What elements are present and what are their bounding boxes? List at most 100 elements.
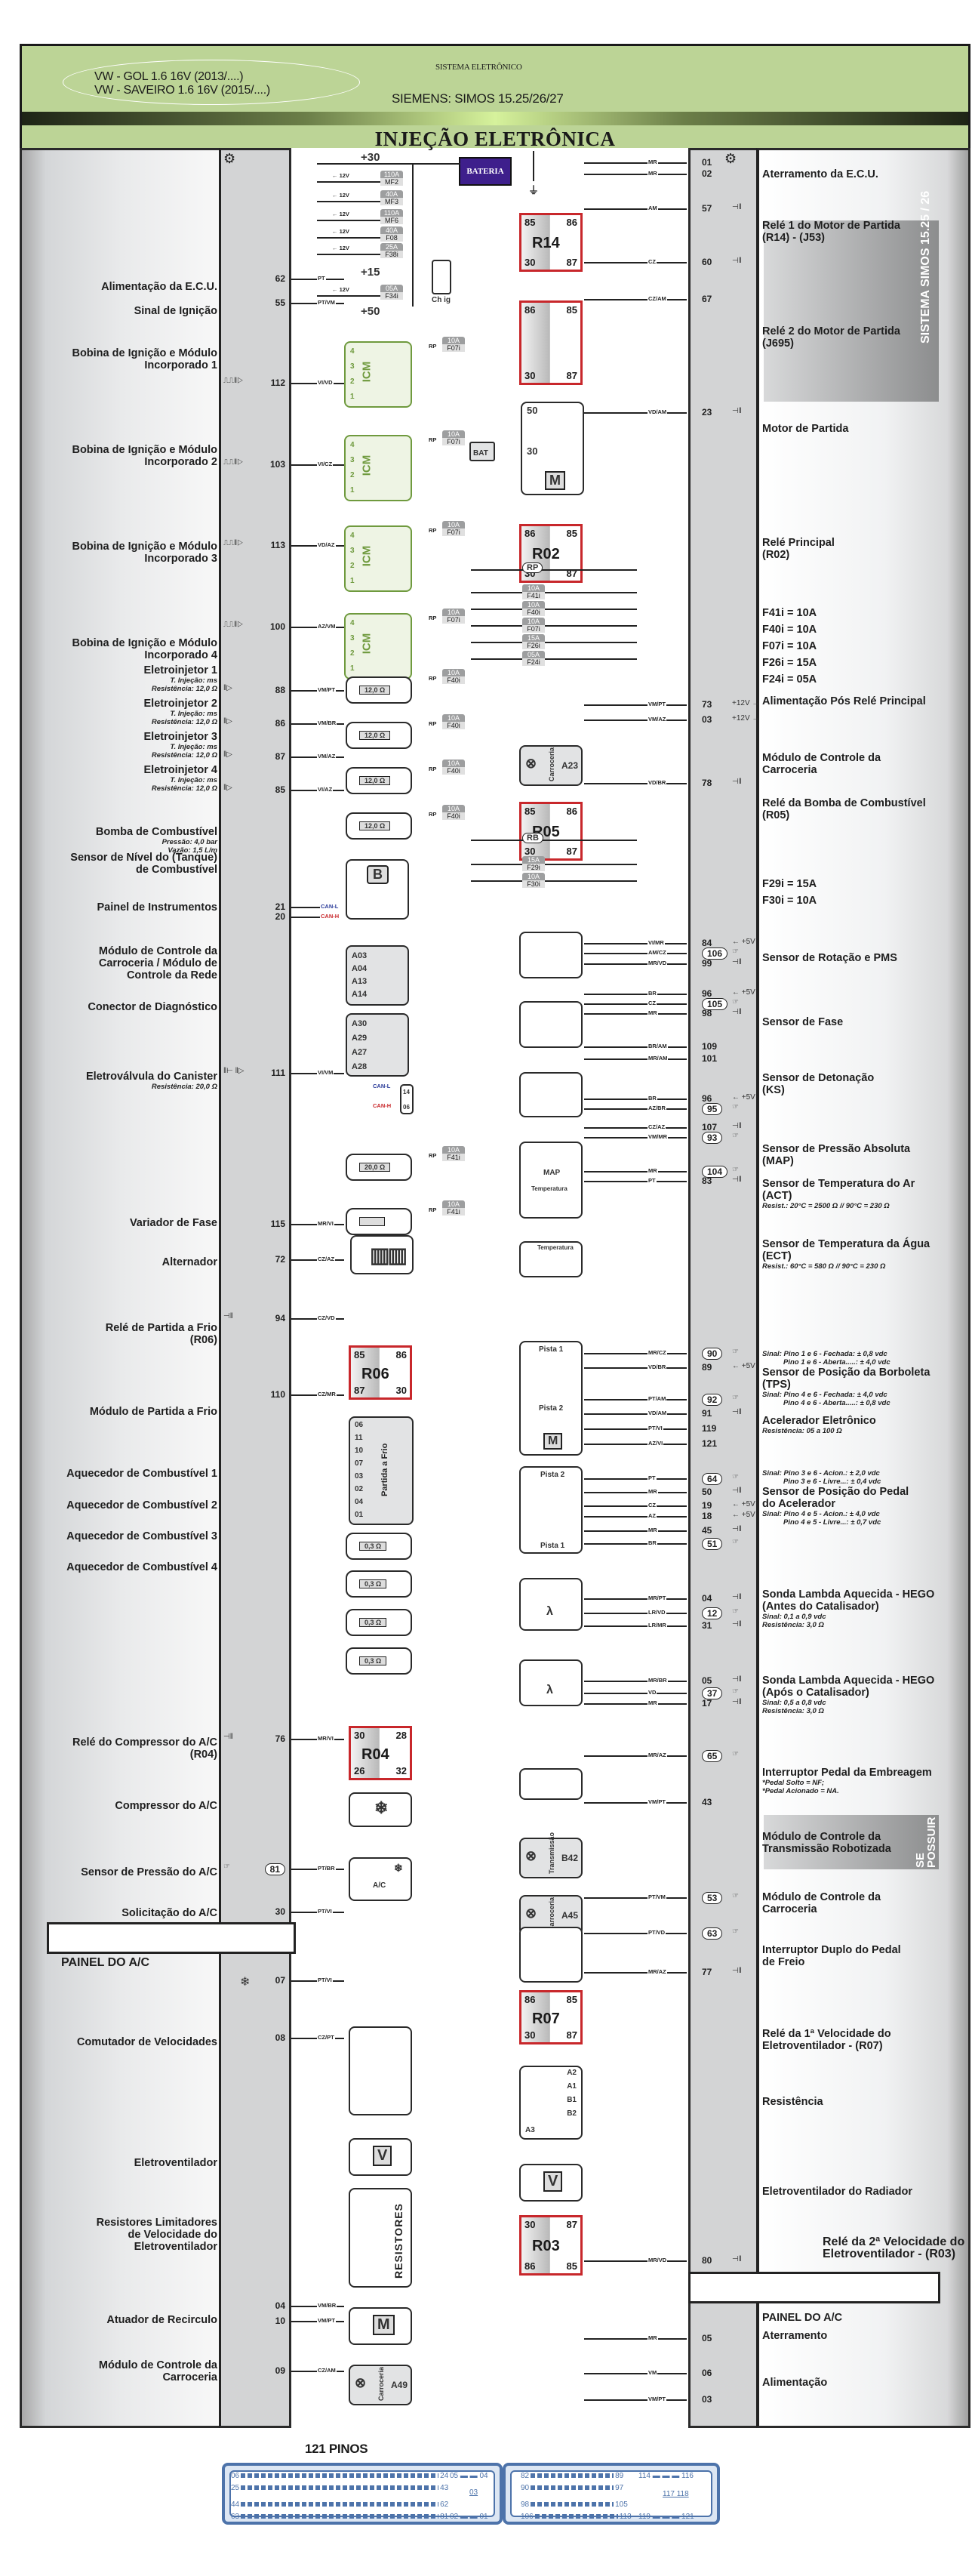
left-label-28-line: PAINEL DO A/C xyxy=(60,1956,149,1969)
fuse-name: F40i xyxy=(442,676,465,684)
relay-pin: 30 xyxy=(524,257,536,268)
label-note: T. Injeção: ms xyxy=(170,710,217,718)
relay-pin: 86 xyxy=(395,1349,407,1360)
right-label-0-line: Aterramento da E.C.U. xyxy=(762,168,878,180)
icm-pin: 1 xyxy=(350,664,355,673)
label-note: Pino 3 e 6 - Livre...: ± 0,4 vdc xyxy=(783,1478,881,1486)
left-label-19-line: Módulo de Partida a Frio xyxy=(89,1406,217,1418)
can-l-label: CAN-L xyxy=(373,1083,391,1089)
wire-color-label: CZ/AZ xyxy=(647,1123,666,1130)
right-label-7-line: F07i = 10A xyxy=(762,640,817,652)
wire-color-label: CZ xyxy=(647,258,657,265)
ecu-pin-left: 07 xyxy=(275,1975,285,1986)
ground-icon: ⊣‖ xyxy=(732,958,742,966)
wire-color-label: BR xyxy=(647,990,657,997)
ignition-pulse-icon: ⎍⎍‖▷ xyxy=(223,458,244,467)
right-label-16: Sensor de Fase xyxy=(762,1016,843,1028)
label-note: *Pedal Solto = NF; xyxy=(762,1779,825,1787)
right-label-20-line: (ECT) xyxy=(762,1250,792,1262)
right-label-18-line: Sensor de Pressão Absoluta xyxy=(762,1143,911,1155)
ecu-pin-right: 67 xyxy=(702,294,712,304)
right-label-5: F41i = 10A xyxy=(762,607,817,619)
rp-label: RP xyxy=(429,615,437,621)
cold-start-pin: 07 xyxy=(355,1459,364,1468)
ground-icon: ⊣‖ xyxy=(732,1408,742,1416)
fuse-amperage: 10A xyxy=(442,430,465,438)
wire xyxy=(584,1013,687,1015)
icm-pin: 2 xyxy=(350,562,355,570)
relay-pin: 85 xyxy=(354,1349,365,1360)
wire xyxy=(584,1802,687,1804)
connector-pads xyxy=(531,2502,614,2507)
voltage-label: ← 12V xyxy=(332,172,349,179)
fuse-amperage: 10A xyxy=(522,601,545,609)
wire xyxy=(584,1003,687,1005)
label-note: Resistência: 12,0 Ω xyxy=(151,718,217,726)
left-label-2-line: Incorporado 1 xyxy=(144,359,217,371)
ac-compressor: ❄ xyxy=(349,1792,412,1827)
right-label-23-line: Sensor de Posição do Pedal xyxy=(762,1486,909,1498)
right-label-10-line: Alimentação Pós Relé Principal xyxy=(762,695,926,707)
wire xyxy=(584,1353,687,1354)
ecu-pin-left: 08 xyxy=(275,2032,285,2043)
cold-start-pin: 06 xyxy=(355,1421,364,1429)
wire-color-label: MR/AZ xyxy=(647,1752,667,1758)
ecu-pin-right: 92 xyxy=(702,1394,723,1406)
fuse-amperage: 10A xyxy=(442,1200,465,1208)
relay-name: R02 xyxy=(532,545,560,562)
wire xyxy=(317,181,380,183)
icm-label: ICM xyxy=(360,361,374,383)
wire-color-label: PT/VM xyxy=(317,299,336,306)
rp-label: RP xyxy=(429,343,437,350)
ecu-pin-right: 18 xyxy=(702,1511,712,1521)
left-label-32-line: Atuador de Recirculo xyxy=(106,2314,217,2326)
left-label-25-line: Compressor do A/C xyxy=(115,1800,217,1812)
left-label-29-line: Comutador de Velocidades xyxy=(76,2036,217,2048)
vehicle-saveiro: VW - SAVEIRO 1.6 16V (2015/....) xyxy=(94,84,270,97)
wire xyxy=(412,163,414,307)
transistor-icon: ⊗ xyxy=(525,1848,537,1863)
signal-icon: ☞ xyxy=(732,1750,739,1758)
fuse-amperage: 10A xyxy=(522,584,545,592)
connector-pin-start: 106 xyxy=(521,2513,534,2521)
wire xyxy=(584,1181,687,1182)
rp-label: RP xyxy=(429,675,437,682)
transistor-icon: ⊗ xyxy=(525,756,537,771)
+5V-icon: ← +5V xyxy=(732,1362,755,1370)
signal-icon: ☞ xyxy=(732,1166,739,1174)
left-label-7-line: Eletroinjetor 2 xyxy=(143,698,218,710)
icm-label: ICM xyxy=(360,633,374,655)
ecu-pin-left: 10 xyxy=(275,2316,285,2326)
ecu-pin-right: 83 xyxy=(702,1176,712,1186)
wire-color-label: MR/VD xyxy=(647,2257,668,2263)
right-label-9: F24i = 05A xyxy=(762,673,817,686)
ecu-pin-right: 03 xyxy=(702,714,712,725)
right-label-11-line: Módulo de Controle da xyxy=(762,752,881,764)
wire xyxy=(291,917,329,918)
relay-pin: 85 xyxy=(566,1994,577,2005)
wire xyxy=(584,1755,687,1757)
ground-icon: ⊣‖ xyxy=(732,2255,742,2263)
ipc-pin: A13 xyxy=(352,977,368,986)
injector-1: 12,0 Ω xyxy=(346,676,412,704)
wire xyxy=(471,609,637,610)
left-label-33-line: Carroceria xyxy=(162,2371,217,2383)
relay-pin: 86 xyxy=(524,1994,536,2005)
left-label-16: Variador de Fase xyxy=(130,1217,217,1229)
wire xyxy=(584,1897,687,1899)
wire-color-label: CZ/MR xyxy=(317,1391,337,1397)
fuse-name: F30i xyxy=(522,880,545,888)
right-label-35-line: Aterramento xyxy=(762,2330,828,2342)
fuse-name: F34i xyxy=(380,292,403,300)
label-note: Resistência: 12,0 Ω xyxy=(151,784,217,793)
label-note: T. Injeção: ms xyxy=(170,776,217,784)
